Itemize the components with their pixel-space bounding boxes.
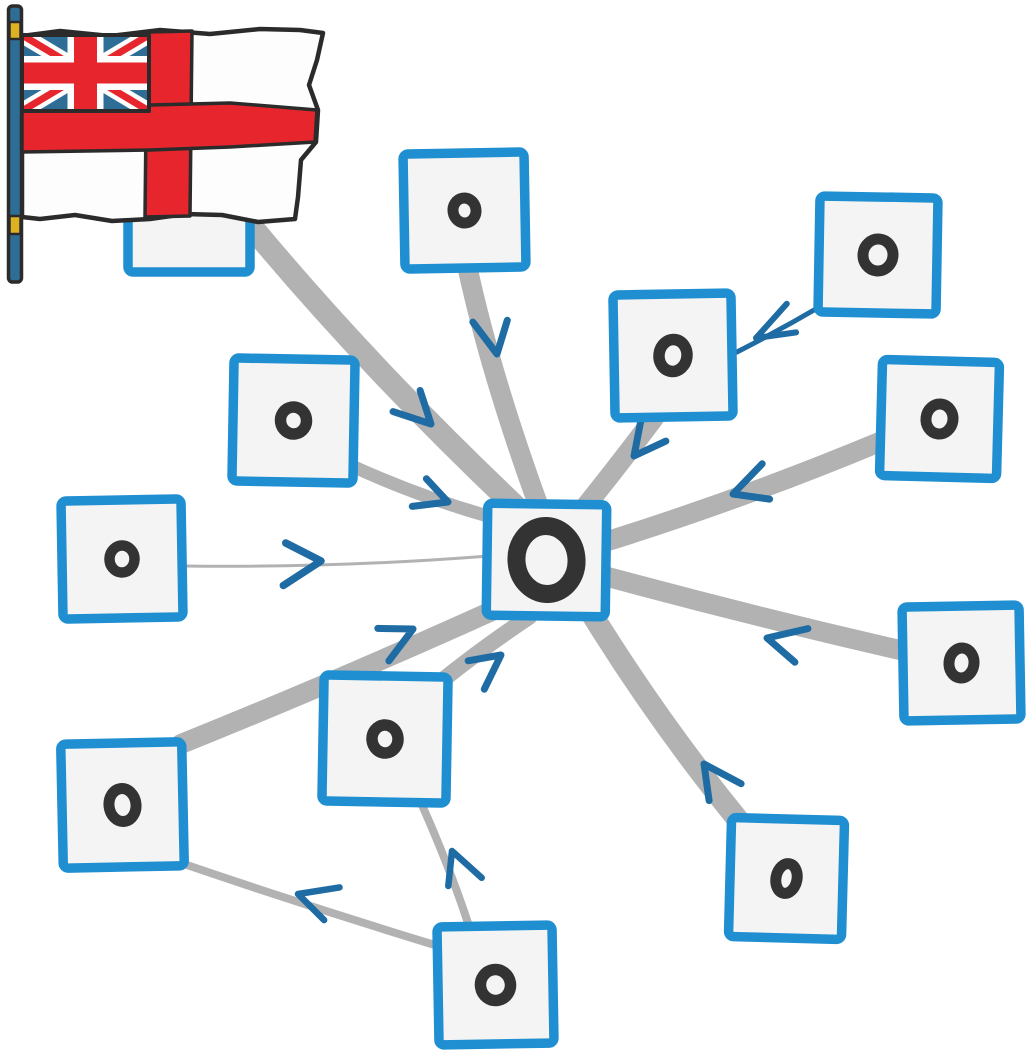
arrowhead-rightlower-center — [763, 625, 812, 666]
node-left-upper — [227, 353, 360, 488]
node-glyph-o — [366, 719, 404, 759]
node-box — [813, 191, 943, 319]
node-glyph-o — [770, 858, 803, 899]
node-right-lower — [897, 600, 1026, 726]
node-bottom-center — [432, 920, 559, 1050]
node-box — [432, 920, 559, 1050]
flag-pole — [6, 4, 24, 284]
node-glyph-o — [104, 540, 140, 578]
node-box — [481, 498, 612, 622]
node-box — [227, 353, 360, 488]
arrowhead-midlower-center — [464, 651, 505, 693]
node-bottom-right — [723, 812, 850, 945]
st-george-cross-horizontal — [20, 101, 319, 154]
edge-bottomcenter-midlower — [418, 801, 473, 930]
node-box — [723, 812, 850, 945]
node-glyph-o — [653, 333, 693, 378]
edge-topright-midright — [734, 303, 824, 355]
node-mid-right — [608, 288, 738, 423]
arrowhead-midright-center — [630, 413, 670, 460]
arrowhead-bottomcenter-midlower — [445, 847, 485, 890]
node-glyph-o — [920, 398, 959, 440]
arrowhead-lowerleft-center — [374, 624, 417, 665]
arrowhead-right-center — [729, 460, 774, 503]
union-jack-canton — [22, 35, 149, 111]
node-far-left — [56, 494, 188, 624]
arrowhead-topright-midright — [753, 300, 800, 341]
node-glyph-o — [474, 963, 517, 1007]
edge-bottomright-center — [582, 605, 750, 832]
arrowhead-flagship-center — [389, 387, 435, 428]
node-mid-lower — [317, 670, 453, 808]
node-box — [897, 600, 1026, 726]
node-top-right — [813, 191, 943, 319]
node-box — [874, 354, 1005, 484]
arrowhead-top-center — [469, 316, 511, 358]
arrowhead-bottomcenter-lowerleft — [294, 884, 343, 924]
node-right — [874, 354, 1005, 484]
node-box — [608, 288, 738, 423]
node-glyph-o — [274, 401, 313, 440]
node-box — [398, 147, 531, 274]
edge-farleft-center — [182, 554, 491, 568]
node-top — [398, 147, 531, 274]
white-ensign-flag — [6, 4, 326, 284]
node-box — [56, 737, 189, 873]
edge-midright-center — [575, 408, 664, 517]
arrows-layer — [279, 300, 812, 924]
edge-midlower-center — [436, 609, 537, 687]
edge-leftupper-center — [345, 459, 498, 524]
node-glyph-o — [447, 192, 482, 229]
node-lower-left — [56, 737, 189, 873]
edge-rightlower-center — [598, 567, 914, 661]
nodes-layer — [56, 147, 1026, 1050]
edge-top-center — [458, 260, 549, 517]
edge-right-center — [598, 431, 892, 551]
edge-flagship-center — [239, 214, 545, 535]
node-glyph-o — [507, 517, 586, 603]
node-box — [56, 494, 188, 624]
node-glyph-o — [943, 642, 980, 684]
pole-band-top — [8, 20, 22, 41]
node-box — [317, 670, 453, 808]
node-glyph-o — [857, 233, 899, 277]
pole-band-bottom — [8, 214, 22, 236]
arrowhead-leftupper-center — [408, 475, 452, 510]
arrowhead-bottomright-center — [700, 760, 745, 805]
arrowhead-farleft-center — [279, 539, 325, 590]
node-center — [481, 498, 612, 622]
node-glyph-o — [103, 783, 142, 827]
